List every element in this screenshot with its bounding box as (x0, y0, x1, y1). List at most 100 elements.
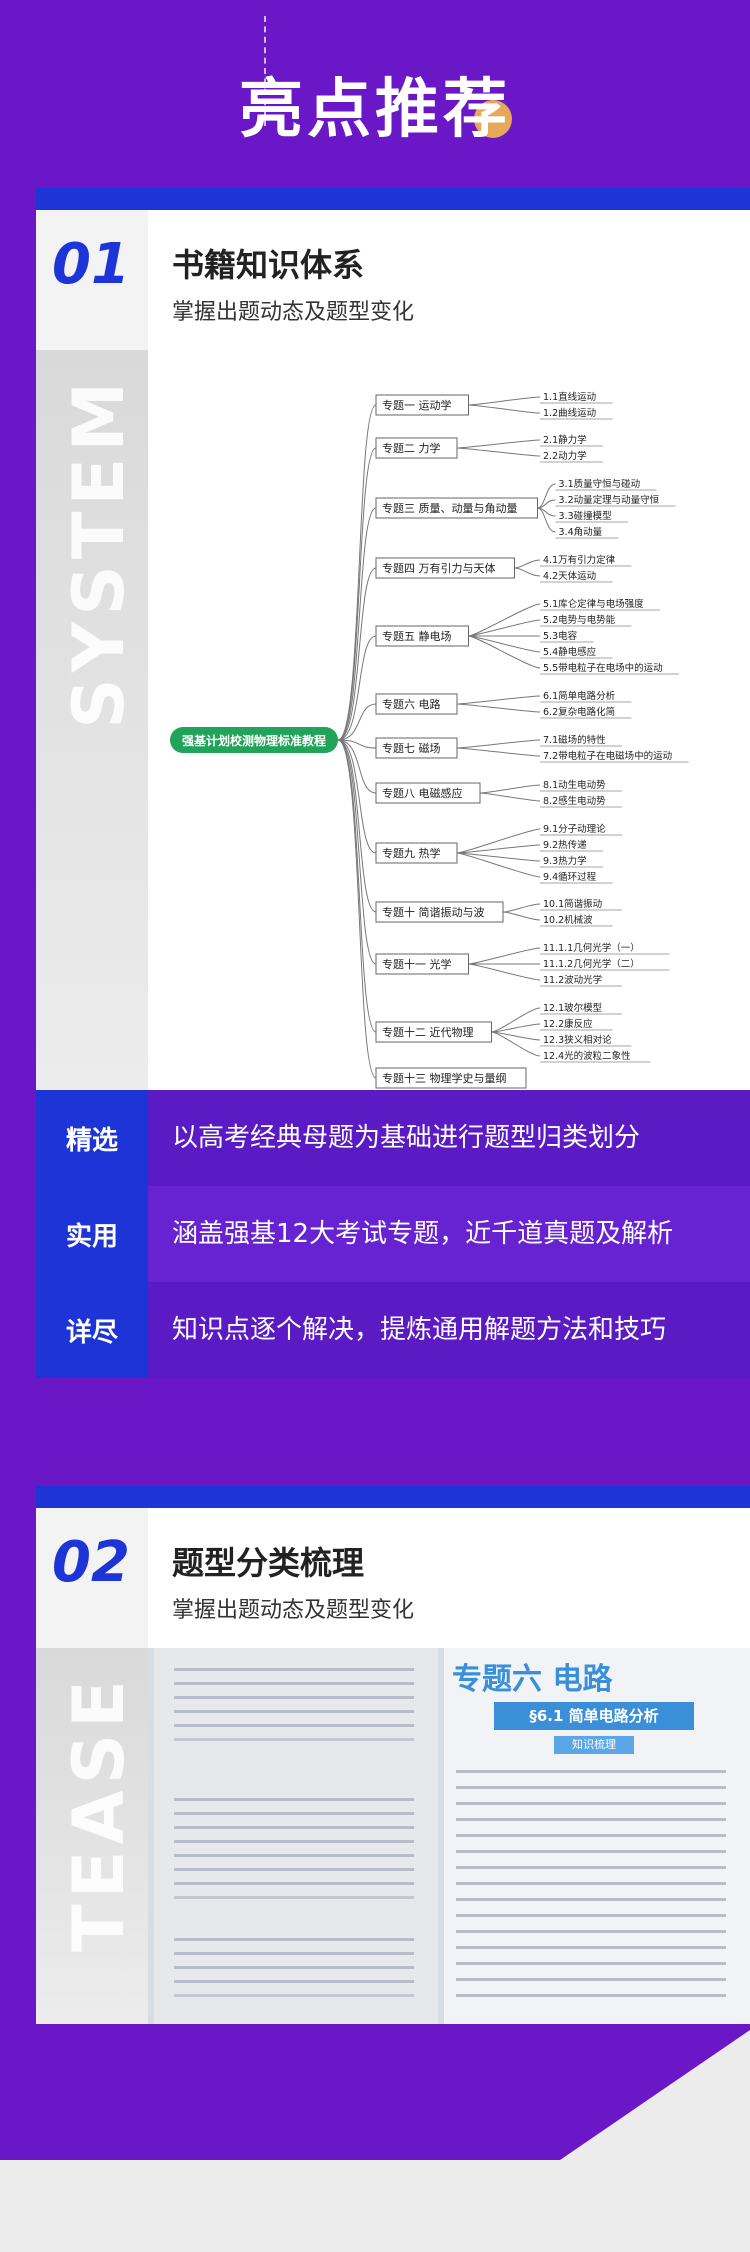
mindmap-sub-connector (468, 619, 541, 637)
mindmap-topic-label: 专题五 静电场 (382, 629, 452, 643)
mindmap-sub-connector (491, 1023, 541, 1033)
mindmap-topic-box (375, 901, 504, 923)
mindmap-sub-connector (491, 1031, 541, 1057)
mindmap-topic-connector (337, 739, 377, 749)
mindmap-sub-connector (456, 852, 541, 862)
mindmap-sub-connector (456, 852, 541, 878)
mindmap-sub-connector (468, 603, 541, 637)
feature-row-3 (36, 1282, 750, 1378)
section1-subtitle: 掌握出题动态及题型变化 (172, 300, 415, 325)
mindmap-topic-connector (337, 739, 377, 913)
feature-row-2 (36, 1186, 750, 1282)
mindmap-subtopic-label: 2.2动力学 (543, 450, 587, 462)
book-left-page (154, 1648, 438, 2024)
mindmap-subtopic-label: 3.2动量定理与动量守恒 (559, 494, 660, 506)
mindmap-sub-connector (537, 483, 556, 509)
section1-panel (36, 210, 750, 1090)
mindmap-sub-connector (514, 567, 541, 577)
mindmap-subtopic-label: 8.1动生电动势 (543, 779, 606, 791)
mindmap-subtopic-label: 9.2热传递 (543, 839, 587, 851)
mindmap-sub-connector (491, 1007, 541, 1033)
mindmap-subtopic-label: 11.1.1几何光学（一） (543, 942, 640, 954)
mindmap-topic-label: 专题三 质量、动量与角动量 (382, 501, 518, 515)
mindmap-topic-box (375, 497, 538, 519)
mindmap-sub-connector (514, 559, 541, 569)
footer-corner-shape (560, 2030, 750, 2160)
mindmap-subtopic-label: 5.4静电感应 (543, 646, 597, 658)
page-title: 亮点推荐 (239, 73, 511, 147)
book-right-page: 专题六 电路 §6.1 简单电路分析 知识梳理 (444, 1648, 750, 2024)
section2-panel (36, 1508, 750, 1648)
mindmap-topic-box (375, 625, 469, 647)
mindmap-subtopic-label: 7.2带电粒子在电磁场中的运动 (543, 750, 672, 762)
feature-row-1 (36, 1090, 750, 1186)
mindmap-topic-box (375, 782, 481, 804)
mindmap-subtopic-label: 9.1分子动理论 (543, 823, 606, 835)
mindmap-topic-label: 专题九 热学 (382, 846, 441, 860)
mindmap-topic-connector (337, 739, 377, 794)
section2-title: 题型分类梳理 (172, 1544, 365, 1582)
mindmap-subtopic-label: 5.1库仑定律与电场强度 (543, 598, 644, 610)
header-decoration-line (264, 16, 267, 126)
right-page-text-lines (456, 1770, 726, 1773)
mindmap-subtopic-label: 1.2曲线运动 (543, 407, 596, 419)
mindmap-subtopic-label: 3.1质量守恒与碰动 (559, 478, 641, 490)
mindmap-topic-label: 专题四 万有引力与天体 (382, 561, 496, 575)
mindmap-sub-connector (537, 507, 556, 533)
mindmap-sub-connector (502, 903, 541, 913)
section2-number: 02 (52, 1530, 130, 1595)
header-decoration-dot (474, 100, 512, 138)
mindmap-sub-connector (468, 635, 541, 669)
feature-text-3: 知识点逐个解决，提炼通用解题方法和技巧 (172, 1315, 667, 1345)
left-page-text-lines (174, 1668, 414, 1671)
mindmap-sub-connector (468, 963, 541, 981)
mindmap-sub-connector (502, 911, 541, 921)
mindmap-root-node (170, 727, 338, 753)
mindmap-subtopic-label: 10.2机械波 (543, 914, 593, 926)
section1-side-word: SYSTEM (58, 376, 140, 729)
mindmap-topic-box (375, 737, 458, 759)
mindmap-topic-connector (337, 567, 377, 741)
mindmap-sub-connector (456, 747, 541, 757)
mindmap-subtopic-label: 12.1玻尔模型 (543, 1002, 603, 1014)
mindmap-sub-connector (456, 844, 541, 854)
mindmap-subtopic-label: 3.3碰撞模型 (559, 510, 613, 522)
mindmap-connectors (337, 396, 689, 1079)
mindmap-topic-label: 专题十三 物理学史与量纲 (382, 1071, 507, 1085)
mindmap-sub-connector (479, 784, 541, 794)
mindmap-sub-connector (456, 695, 541, 705)
mindmap-subtopic-label: 9.4循环过程 (543, 871, 597, 883)
mindmap-sub-connector (456, 447, 541, 457)
mindmap-subtopic-label: 5.2电势与电势能 (543, 614, 616, 626)
mindmap-sub-connector (491, 1031, 541, 1041)
mindmap-topic-box (375, 842, 458, 864)
section2-side-strip: TEASE (36, 1648, 148, 2024)
mindmap-sub-connector (479, 792, 541, 802)
mindmap-topic-connector (337, 507, 377, 741)
mindmap-topic-box (375, 1021, 492, 1043)
mindmap-subtopic-label: 3.4角动量 (559, 526, 603, 538)
left-page-text-lines-2 (174, 1798, 414, 1801)
mindmap-topic-label: 专题六 电路 (382, 697, 441, 711)
feature-text-1: 以高考经典母题为基础进行题型归类划分 (172, 1123, 641, 1153)
mindmap-subtopic-label: 2.1静力学 (543, 434, 587, 446)
mindmap-topic-connector (337, 739, 377, 854)
section1-number: 01 (52, 232, 130, 297)
feature-tag-2: 实用 (36, 1186, 148, 1282)
mindmap-subtopic-label: 7.1磁场的特性 (543, 734, 606, 746)
mindmap-topic-box (375, 394, 469, 416)
mindmap-root-label: 强基计划校测物理标准教程 (182, 733, 326, 748)
mindmap-sub-connector (468, 404, 541, 414)
feature-tag-3: 详尽 (36, 1282, 148, 1378)
section2-number-box (36, 1508, 148, 1648)
mindmap-subtopic-label: 6.1简单电路分析 (543, 690, 616, 702)
mindmap-topic-connector (337, 635, 377, 741)
mindmap-subtopic-label: 10.1简谐振动 (543, 898, 602, 910)
feature-tag-1: 精选 (36, 1090, 148, 1186)
section1-title: 书籍知识体系 (172, 246, 365, 284)
mindmap-subtopic-label: 6.2复杂电路化简 (543, 706, 615, 718)
section2-side-word: TEASE (58, 1674, 140, 1952)
mindmap-subtopic-label: 4.2天体运动 (543, 570, 596, 582)
